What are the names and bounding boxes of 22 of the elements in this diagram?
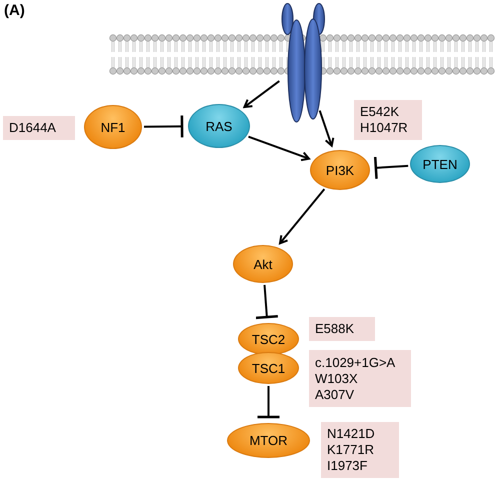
mutation-label: D1644A [3, 116, 75, 140]
protein-ellipse: TSC2 [238, 323, 299, 355]
inhibition-line [256, 386, 281, 418]
arrow [278, 188, 326, 244]
arrow [243, 80, 280, 108]
mutation-label: E588K [309, 317, 375, 341]
arrow [248, 136, 310, 162]
protein-ellipse: TSC1 [238, 352, 299, 384]
panel-label: (A) [4, 2, 25, 19]
mutation-label: N1421D K1771R I1973F [321, 422, 399, 478]
inhibition-line [144, 114, 184, 139]
protein-ellipse: MTOR [227, 423, 310, 458]
inhibition-line [254, 284, 280, 320]
arrow [318, 110, 334, 147]
protein-ellipse: RAS [188, 104, 250, 148]
protein-ellipse: PI3K [310, 150, 370, 190]
protein-ellipse: Akt [233, 245, 293, 283]
inhibition-line [374, 156, 408, 180]
protein-ellipse: PTEN [410, 145, 470, 183]
mutation-label: E542K H1047R [354, 100, 422, 140]
mutation-label: c.1029+1G>A W103X A307V [309, 350, 411, 407]
protein-ellipse: NF1 [84, 105, 142, 149]
